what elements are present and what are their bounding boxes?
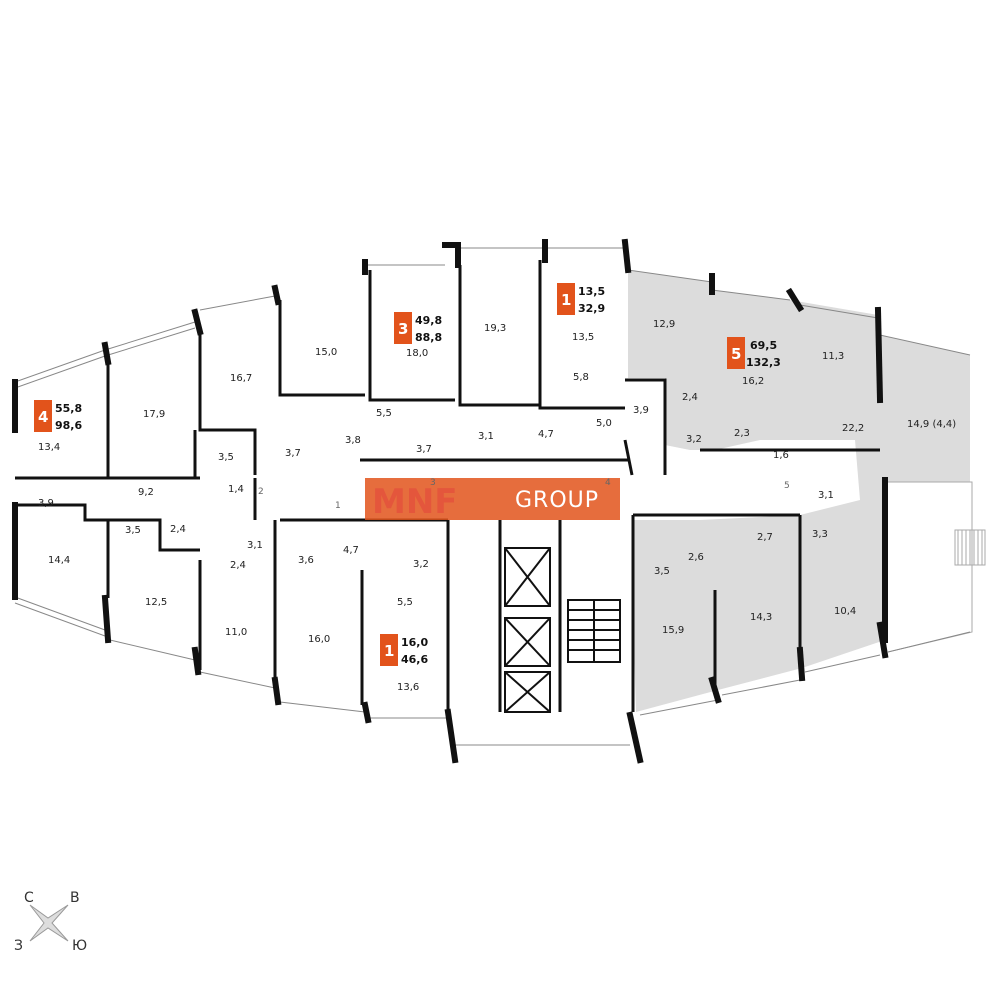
room-area: 5,5 xyxy=(376,408,392,419)
compass: С В З Ю xyxy=(14,890,87,954)
room-area: 16,7 xyxy=(230,373,252,384)
apartment-living-area: 49,8 xyxy=(415,314,442,327)
room-area: 4,7 xyxy=(343,545,359,556)
apartment-total-area: 88,8 xyxy=(415,331,442,344)
watermark-banner xyxy=(365,478,620,520)
room-area: 16,0 xyxy=(308,634,330,645)
room-area: 2,4 xyxy=(170,524,186,535)
room-area: 2,4 xyxy=(230,560,246,571)
room-area: 2,3 xyxy=(734,428,750,439)
room-area: 4,7 xyxy=(538,429,554,440)
compass-south: Ю xyxy=(72,938,87,954)
room-area: 15,0 xyxy=(315,347,337,358)
compass-east: В xyxy=(70,890,80,906)
watermark-text: GROUP xyxy=(515,488,599,513)
compass-rose-icon xyxy=(29,904,69,942)
room-area: 1,6 xyxy=(773,450,789,461)
room-area: 1,4 xyxy=(228,484,244,495)
room-area: 3,6 xyxy=(298,555,314,566)
room-area: 14,3 xyxy=(750,612,772,623)
room-area: 14,9 (4,4) xyxy=(907,419,956,430)
apartment-badge[interactable]: 1 13,5 32,9 xyxy=(557,283,605,315)
room-area: 5,5 xyxy=(397,597,413,608)
room-area: 3,1 xyxy=(818,490,834,501)
room-area: 3,5 xyxy=(125,525,141,536)
room-area: 2,7 xyxy=(757,532,773,543)
room-area: 3,2 xyxy=(686,434,702,445)
door-number: 2 xyxy=(258,487,264,497)
room-area: 2,6 xyxy=(688,552,704,563)
room-area: 3,5 xyxy=(218,452,234,463)
door-number: 1 xyxy=(335,501,341,511)
terrace xyxy=(887,481,986,653)
apartment-rooms: 1 xyxy=(384,642,394,660)
room-area: 3,2 xyxy=(413,559,429,570)
door-number: 4 xyxy=(605,478,611,488)
apartment-badge[interactable]: 4 55,8 98,6 xyxy=(34,400,82,432)
room-area: 3,7 xyxy=(285,448,301,459)
room-area: 10,4 xyxy=(834,606,856,617)
compass-west: З xyxy=(14,938,23,954)
room-area: 13,4 xyxy=(38,442,60,453)
apartment-rooms: 5 xyxy=(731,345,741,363)
apartment-rooms: 3 xyxy=(398,320,408,338)
apartment-total-area: 46,6 xyxy=(401,653,428,666)
room-labels: 13,4 17,9 3,9 14,4 9,2 1,4 3,5 3,5 2,4 1… xyxy=(38,319,956,693)
room-area: 12,5 xyxy=(145,597,167,608)
elevator-shafts xyxy=(504,547,621,713)
door-markers: 1 2 3 4 5 xyxy=(258,478,790,511)
apartment-rooms: 4 xyxy=(38,408,48,426)
door-number: 3 xyxy=(430,478,436,488)
room-area: 5,0 xyxy=(596,418,612,429)
apartment-total-area: 32,9 xyxy=(578,302,605,315)
apartment-total-area: 132,3 xyxy=(746,356,781,369)
room-area: 19,3 xyxy=(484,323,506,334)
room-area: 14,4 xyxy=(48,555,70,566)
apartment-badge[interactable]: 3 49,8 88,8 xyxy=(394,312,442,344)
room-area: 3,9 xyxy=(633,405,649,416)
room-area: 18,0 xyxy=(406,348,428,359)
apartment-total-area: 98,6 xyxy=(55,419,82,432)
room-area: 12,9 xyxy=(653,319,675,330)
apartment-living-area: 13,5 xyxy=(578,285,605,298)
room-area: 3,8 xyxy=(345,435,361,446)
room-area: 5,8 xyxy=(573,372,589,383)
room-area: 9,2 xyxy=(138,487,154,498)
room-area: 3,3 xyxy=(812,529,828,540)
room-area: 22,2 xyxy=(842,423,864,434)
room-area: 13,5 xyxy=(572,332,594,343)
apartment-living-area: 55,8 xyxy=(55,402,82,415)
apartment-badge[interactable]: 5 69,5 132,3 xyxy=(727,337,781,369)
room-area: 13,6 xyxy=(397,682,419,693)
windows xyxy=(14,247,971,746)
door-number: 5 xyxy=(784,481,790,491)
apartment-living-area: 69,5 xyxy=(750,339,777,352)
apartment-badge[interactable]: 1 16,0 46,6 xyxy=(380,634,428,666)
room-area: 11,3 xyxy=(822,351,844,362)
compass-north: С xyxy=(24,890,34,906)
apartment-living-area: 16,0 xyxy=(401,636,428,649)
room-area: 3,7 xyxy=(416,444,432,455)
apartment-rooms: 1 xyxy=(561,291,571,309)
room-area: 2,4 xyxy=(682,392,698,403)
room-area: 3,1 xyxy=(247,540,263,551)
room-area: 11,0 xyxy=(225,627,247,638)
room-area: 15,9 xyxy=(662,625,684,636)
room-area: 3,5 xyxy=(654,566,670,577)
room-area: 16,2 xyxy=(742,376,764,387)
room-area: 17,9 xyxy=(143,409,165,420)
room-area: 3,9 xyxy=(38,498,54,509)
room-area: 3,1 xyxy=(478,431,494,442)
watermark-mark: MNF xyxy=(372,482,458,522)
